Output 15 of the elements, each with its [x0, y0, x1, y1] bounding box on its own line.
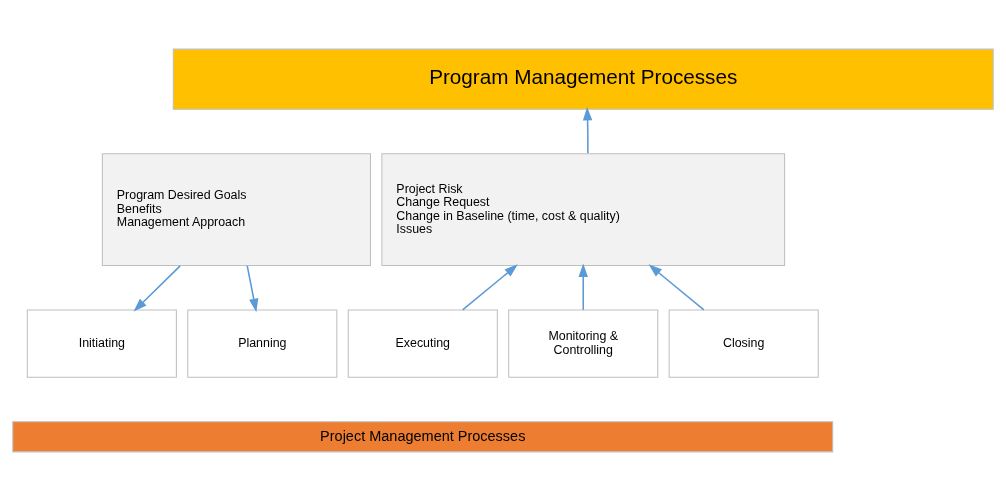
node-box: Project Risk Change Request Change in Baseline (time, cost & quality) Issues	[381, 153, 786, 267]
node-box: Initiating	[26, 309, 177, 378]
arrow	[578, 263, 588, 311]
node-box: Closing	[668, 309, 819, 378]
node-box: Project Management Processes	[12, 421, 834, 453]
arrow	[133, 265, 181, 312]
node-box: Monitoring & Controlling	[508, 309, 659, 378]
node-box: Program Management Processes	[172, 48, 994, 110]
node-box: Planning	[187, 309, 338, 378]
arrow	[648, 264, 705, 311]
arrow	[582, 107, 593, 155]
arrow	[246, 265, 259, 313]
node-box: Program Desired Goals Benefits Management Approach	[101, 153, 371, 267]
arrow	[461, 264, 518, 311]
node-box: Executing	[347, 309, 498, 378]
